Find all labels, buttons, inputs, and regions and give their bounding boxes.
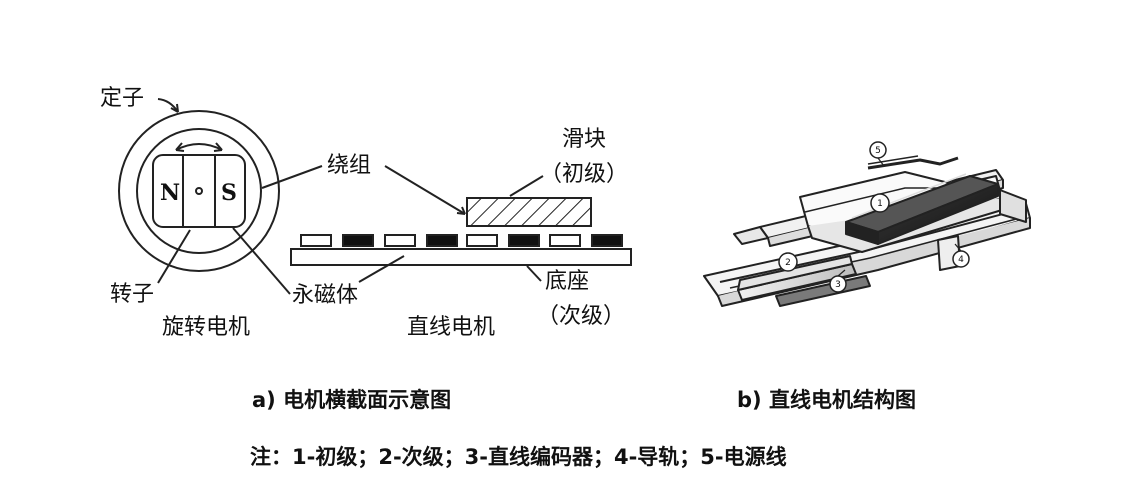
callout-3: 3 — [835, 280, 841, 290]
callout-1: 1 — [877, 199, 883, 209]
slider-leader — [509, 175, 544, 197]
rotor-leader — [157, 229, 191, 284]
magnet-label: 永磁体 — [292, 283, 359, 308]
base-plate — [290, 248, 632, 266]
stator-outer-ring — [118, 110, 280, 272]
winding-label: 绕组 — [327, 153, 372, 178]
winding-to-slider-leader — [384, 165, 466, 215]
base-sub-label: （次级） — [537, 304, 626, 329]
magnet-white — [549, 234, 581, 247]
linear-motor-title: 直线电机 — [407, 315, 496, 340]
magnet-leader — [232, 227, 291, 295]
pole-s-label: S — [221, 180, 237, 206]
magnet-black — [426, 234, 458, 247]
caption-b: b) 直线电机结构图 — [737, 388, 916, 412]
slider-sub-label: （初级） — [540, 162, 629, 187]
legend-note: 注：1-初级；2-次级；3-直线编码器；4-导轨；5-电源线 — [250, 445, 787, 469]
rotor-label: 转子 — [110, 282, 155, 307]
callout-2: 2 — [785, 258, 791, 268]
callout-5: 5 — [875, 146, 881, 156]
rail-end-cap — [999, 189, 1027, 223]
rotation-arrow — [175, 143, 223, 151]
rotary-motor-title: 旋转电机 — [162, 315, 251, 340]
magnet-black — [591, 234, 623, 247]
stator-inner-ring — [136, 128, 262, 254]
linear-motor-structure — [703, 155, 1031, 307]
stator-label: 定子 — [100, 86, 145, 111]
magnet-black — [342, 234, 374, 247]
linear-motor-figure — [290, 165, 632, 283]
base-leader — [526, 265, 542, 282]
winding-leader — [261, 165, 323, 189]
callout-circle-1 — [870, 193, 890, 213]
magnet-white — [466, 234, 498, 247]
caption-a: a) 电机横截面示意图 — [252, 388, 452, 412]
callout-circle-2 — [778, 252, 798, 272]
rotary-motor-figure — [118, 98, 323, 295]
magnet-black — [508, 234, 540, 247]
callout-4: 4 — [958, 255, 964, 265]
magnet-white — [300, 234, 332, 247]
magnet-white — [384, 234, 416, 247]
power-cable — [867, 156, 959, 170]
rotor-shaft — [195, 187, 203, 195]
slider-label: 滑块 — [562, 127, 607, 152]
slider-block — [466, 197, 592, 227]
pole-n-label: N — [160, 180, 180, 206]
base-label: 底座 — [545, 269, 590, 294]
magnet-row-leader — [358, 255, 405, 283]
